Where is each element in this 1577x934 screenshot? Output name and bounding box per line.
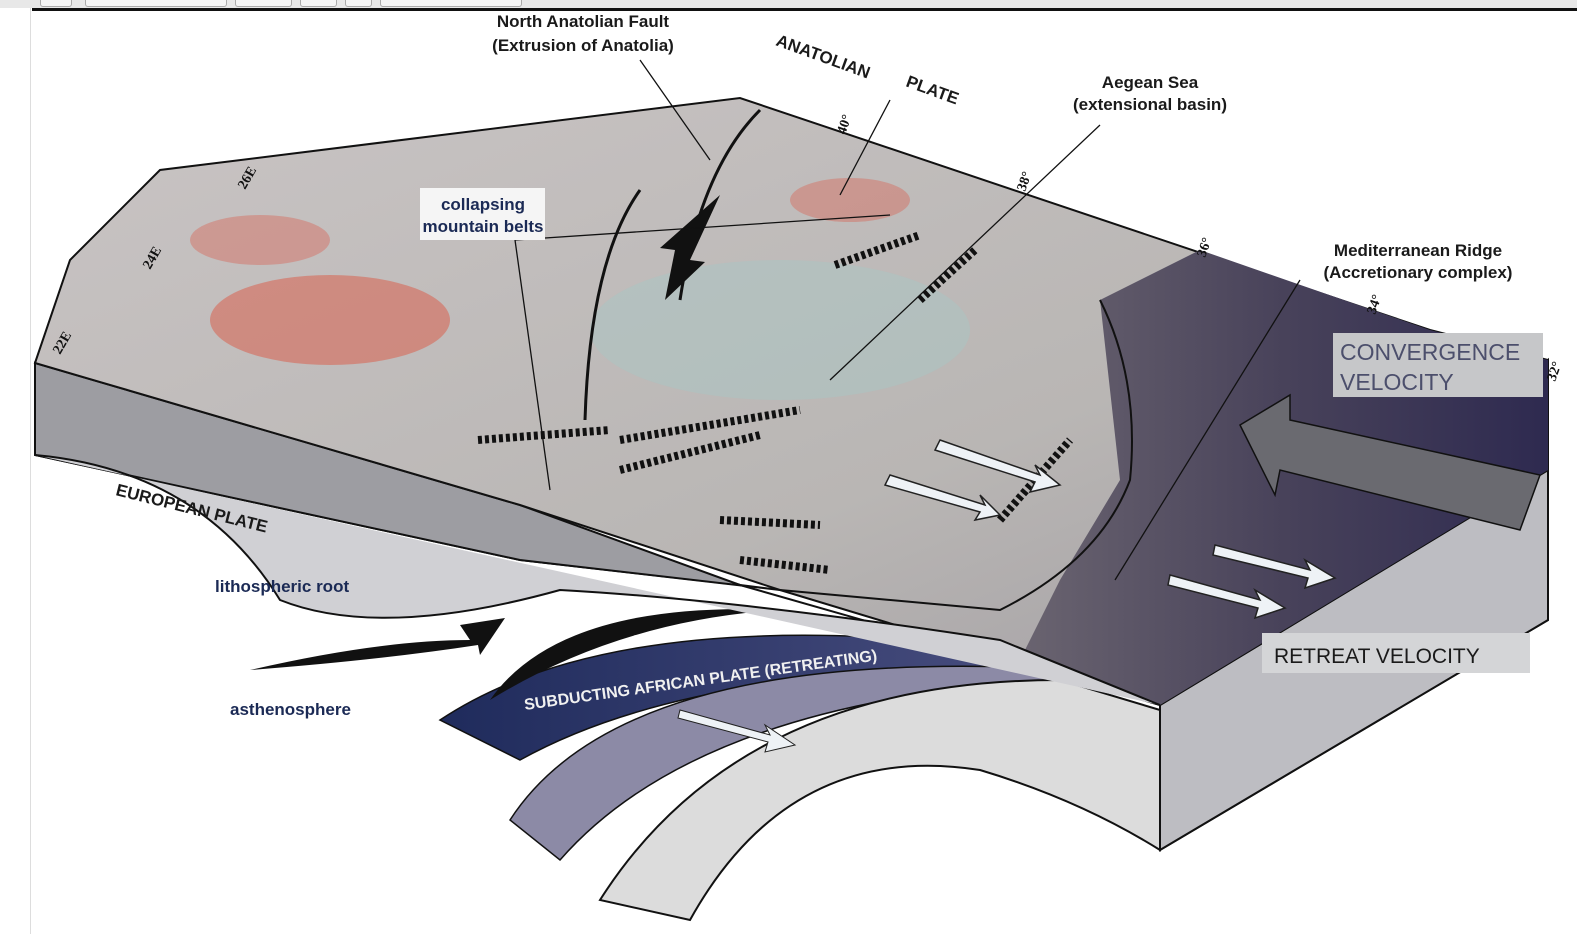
label-med-ridge: Mediterranean Ridge bbox=[1334, 241, 1502, 260]
toolbar-button[interactable] bbox=[40, 0, 72, 7]
toolbar-button[interactable] bbox=[300, 0, 337, 7]
label-anatolian: ANATOLIAN bbox=[774, 31, 873, 83]
tick-36: 36° bbox=[1195, 236, 1216, 260]
relief-patch bbox=[190, 215, 330, 265]
label-med-ridge-sub: (Accretionary complex) bbox=[1324, 263, 1513, 282]
convergence-label-box bbox=[1333, 333, 1543, 397]
label-naf-sub: (Extrusion of Anatolia) bbox=[492, 36, 674, 55]
asthenosphere-arrow bbox=[250, 618, 505, 670]
label-plate: PLATE bbox=[904, 72, 962, 108]
relief-patch bbox=[790, 178, 910, 222]
relief-patch bbox=[210, 275, 450, 365]
label-asthenosphere: asthenosphere bbox=[230, 700, 351, 719]
label-naf: North Anatolian Fault bbox=[497, 12, 670, 31]
map-surface bbox=[33, 96, 1549, 707]
left-panel-edge bbox=[0, 8, 31, 934]
label-retreat: RETREAT VELOCITY bbox=[1274, 645, 1480, 668]
fault-line bbox=[583, 189, 642, 421]
label-aegean: Aegean Sea bbox=[1102, 73, 1199, 92]
tick-38: 38° bbox=[1015, 170, 1036, 194]
toolbar-button[interactable] bbox=[345, 0, 372, 7]
leader-lines bbox=[514, 59, 1301, 581]
retreat-label-box bbox=[1262, 633, 1530, 673]
extension-arrows bbox=[883, 439, 1337, 620]
label-convergence: CONVERGENCE bbox=[1340, 339, 1520, 365]
toolbar bbox=[0, 0, 1577, 8]
collapsing-label-box bbox=[420, 188, 545, 240]
tick-34: 34° bbox=[1365, 293, 1386, 317]
toolbar-button[interactable] bbox=[235, 0, 292, 7]
label-collapsing: collapsing bbox=[441, 195, 525, 214]
label-aegean-sub: (extensional basin) bbox=[1073, 95, 1227, 114]
european-lithosphere bbox=[34, 454, 1161, 706]
image-border bbox=[32, 8, 1577, 11]
label-collapsing-sub: mountain belts bbox=[423, 217, 544, 236]
trench-line bbox=[779, 299, 1133, 612]
tick-32: 32° bbox=[1545, 360, 1566, 384]
convergence-arrow bbox=[1239, 393, 1541, 531]
label-lithospheric-root: lithospheric root bbox=[215, 577, 349, 596]
toolbar-button-group[interactable] bbox=[85, 0, 227, 7]
normal-faults bbox=[477, 231, 1074, 574]
label-velocity: VELOCITY bbox=[1340, 369, 1454, 395]
toolbar-button-group[interactable] bbox=[380, 0, 522, 7]
slab-arrow bbox=[677, 709, 797, 753]
tick-40: 40° bbox=[835, 113, 856, 137]
aegean-islands bbox=[590, 260, 970, 400]
extrusion-arrow bbox=[660, 195, 720, 300]
